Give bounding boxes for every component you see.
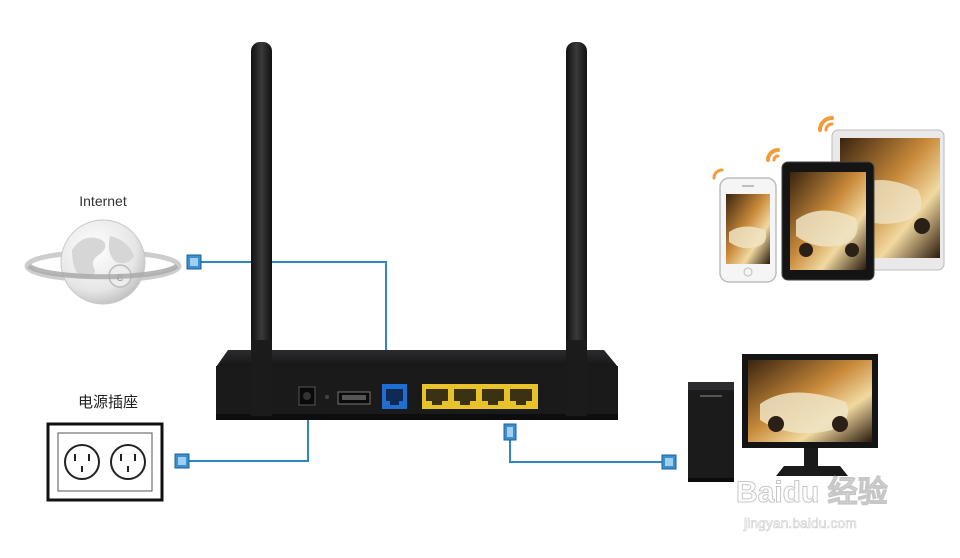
lan-port-1 [426, 389, 448, 405]
connector-icon [503, 423, 517, 441]
connector-icon [174, 453, 190, 469]
power-socket-label: 电源插座 [78, 394, 138, 411]
monitor [742, 354, 878, 476]
cable-power-to-router [188, 402, 309, 462]
watermark-url: jingyan.baidu.com [743, 515, 857, 531]
baidu-watermark: Baidu 经验 jingyan.baidu.com [736, 475, 889, 532]
usb-port [337, 391, 371, 405]
lan-port-2 [454, 389, 476, 405]
cable-internet-to-wan [200, 261, 387, 358]
wifi-signal-icon [712, 116, 834, 180]
desktop-computer-icon [688, 354, 878, 482]
cable-lan-to-desktop [509, 430, 668, 463]
power-socket-icon [46, 422, 164, 502]
watermark-brand: Baidu 经验 [736, 475, 888, 509]
power-socket-node: 电源插座 [46, 394, 164, 502]
lan-ports [422, 384, 538, 409]
tablet-icon [781, 161, 875, 281]
antenna-right [566, 42, 587, 412]
wan-port [382, 384, 407, 409]
dc-power-port [298, 386, 316, 406]
lan-port-4 [510, 389, 532, 405]
connector-icon [661, 454, 677, 470]
globe-icon: e [24, 219, 182, 305]
connector-icon [186, 254, 202, 270]
reset-pinhole [325, 395, 329, 399]
pc-tower [688, 382, 734, 482]
antenna-left [251, 42, 272, 412]
internet-label: Internet [79, 193, 127, 209]
router-icon [216, 42, 618, 420]
smartphone-icon [719, 177, 777, 283]
lan-port-3 [482, 389, 504, 405]
internet-node: Internet e [24, 193, 182, 305]
cable-connectors [174, 254, 677, 470]
wireless-devices [712, 116, 945, 283]
